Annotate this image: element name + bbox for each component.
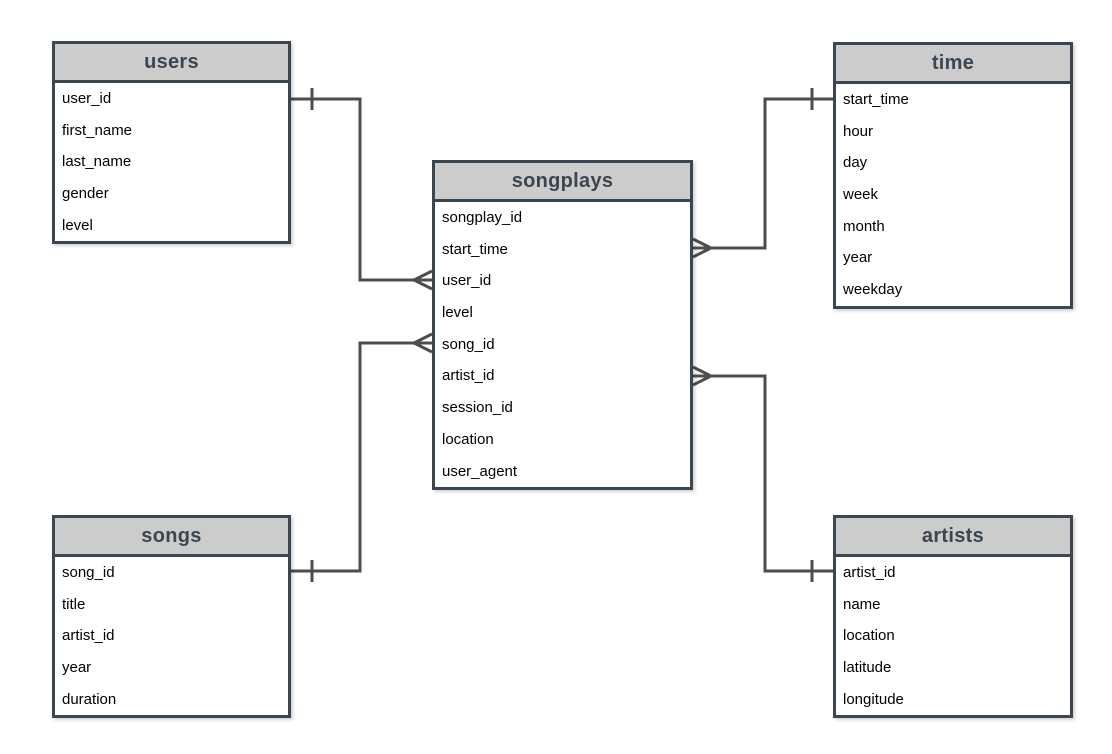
many-crowfoot-icon [410, 269, 433, 291]
field-artist_id: artist_id [442, 367, 495, 385]
relationship-artists-songplays [692, 365, 833, 582]
field-level: level [62, 216, 93, 234]
field-location: location [843, 627, 895, 645]
field-first_name: first_name [62, 121, 133, 139]
field-duration: duration [62, 690, 117, 708]
field-start_time: start_time [442, 240, 508, 258]
field-session_id: session_id [442, 399, 513, 417]
field-song_id: song_id [62, 564, 115, 581]
field-level: level [442, 304, 473, 322]
field-weekday: weekday [843, 281, 903, 299]
edge-line [291, 341, 414, 573]
field-user_agent: user_agent [442, 462, 518, 480]
relationship-songs-songplays [291, 332, 433, 582]
relationship-users-songplays [291, 88, 433, 291]
relationship-time-songplays [692, 88, 833, 259]
edge-line [711, 97, 833, 250]
field-year: year [843, 249, 873, 267]
field-song_id: song_id [442, 335, 495, 353]
entity-time-title: time [836, 45, 1070, 84]
edge-line [291, 97, 414, 282]
entity-users-title: users [55, 44, 288, 83]
edge-line [711, 374, 833, 573]
field-week: week [843, 186, 879, 204]
field-user_id: user_id [62, 90, 112, 107]
many-crowfoot-icon [410, 332, 433, 354]
field-year: year [62, 659, 92, 677]
field-name: name [843, 595, 881, 613]
field-gender: gender [62, 185, 109, 203]
field-longitude: longitude [843, 690, 904, 708]
field-title: title [62, 595, 86, 613]
many-crowfoot-icon [692, 237, 715, 259]
field-artist_id: artist_id [62, 627, 115, 645]
field-songplay_id: songplay_id [442, 209, 523, 226]
field-latitude: latitude [843, 659, 892, 677]
entity-songs-title: songs [55, 518, 288, 557]
field-hour: hour [843, 122, 874, 140]
field-last_name: last_name [62, 153, 132, 171]
field-start_time: start_time [843, 91, 909, 108]
many-crowfoot-icon [692, 365, 715, 387]
field-artist_id: artist_id [843, 564, 896, 581]
field-month: month [843, 217, 885, 235]
entity-songplays-title: songplays [435, 163, 690, 202]
entity-artists-title: artists [836, 518, 1070, 557]
field-day: day [843, 154, 868, 172]
field-location: location [442, 430, 494, 448]
field-user_id: user_id [442, 272, 492, 290]
